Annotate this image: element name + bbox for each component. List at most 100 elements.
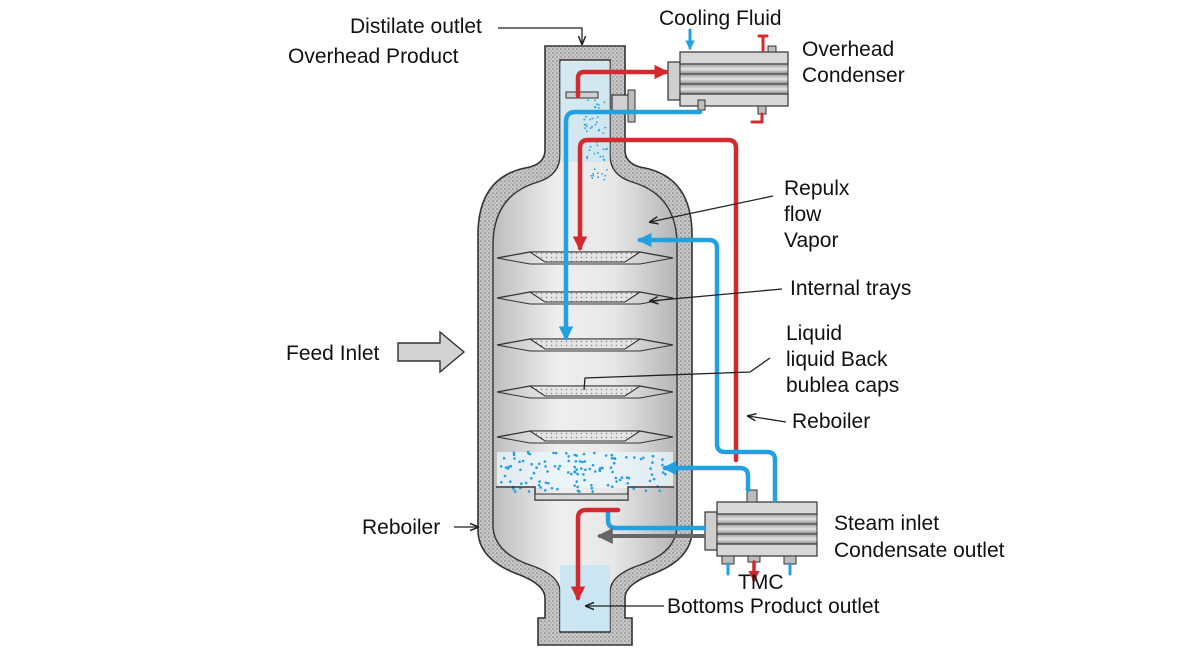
label-distillate-outlet: Distilate outlet xyxy=(350,15,482,38)
bubble-dot xyxy=(604,454,608,457)
bubble-dot xyxy=(596,172,599,175)
bubble-dot xyxy=(573,453,577,457)
bubble-dot xyxy=(583,118,586,121)
bubble-dot xyxy=(558,464,562,468)
bubble-dot xyxy=(652,477,656,481)
bubble-dot xyxy=(651,454,655,458)
label-bottoms-product-outlet: Bottoms Product outlet xyxy=(667,595,880,618)
bubble-dot xyxy=(567,455,570,458)
bubble-dot xyxy=(594,106,597,109)
bubble-dot xyxy=(520,482,523,486)
label-steam-inlet: Steam inlet xyxy=(834,512,940,535)
label-overhead-condenser: Overhead Condenser xyxy=(802,38,905,87)
bubble-dot xyxy=(582,452,586,456)
bubble-dot xyxy=(591,490,594,493)
condenser-drain-line xyxy=(750,112,764,124)
bubble-dot xyxy=(603,101,606,104)
bubble-dot xyxy=(603,159,606,162)
reboiler-exchanger xyxy=(704,489,818,565)
block-arrow-right-icon xyxy=(397,330,466,374)
bubble-dot xyxy=(584,127,587,129)
bubble-dot xyxy=(644,489,648,493)
bubble-dot xyxy=(589,127,592,130)
callout-distillate xyxy=(498,27,582,44)
bubble-dot xyxy=(620,476,624,479)
bubble-dot xyxy=(596,116,599,119)
bubble-dot xyxy=(601,173,603,175)
bubble-dot xyxy=(613,457,617,461)
bubble-dot xyxy=(578,460,582,463)
bottom-sump-plate xyxy=(496,486,674,501)
label-liquid-back-caps: Liquid liquid Back bublea caps xyxy=(786,322,900,397)
bubble-dot xyxy=(598,128,600,131)
bubble-dot xyxy=(539,486,542,489)
vapor-to-condenser-line xyxy=(575,64,669,99)
tray xyxy=(496,430,674,444)
bubble-dot xyxy=(649,467,652,470)
bubble-dot xyxy=(590,483,593,487)
label-internal-trays: Internal trays xyxy=(790,277,912,300)
bubble-dot xyxy=(546,470,549,473)
bubble-dot xyxy=(658,489,661,493)
tray xyxy=(496,291,674,305)
reboiler-vapor-line xyxy=(662,460,751,493)
bubble-dot xyxy=(544,489,547,492)
bubble-dot xyxy=(589,118,591,121)
bubble-dot xyxy=(518,460,521,464)
bubble-dot xyxy=(614,476,618,480)
bubble-dot xyxy=(591,177,594,180)
bubble-dot xyxy=(537,462,541,466)
condenser-to-column-hot-line xyxy=(572,137,739,463)
bubble-dot xyxy=(512,451,516,455)
bubble-dot xyxy=(556,487,559,491)
bubble-dot xyxy=(604,126,607,129)
bubble-dot xyxy=(565,452,568,455)
hot-bottoms-line xyxy=(570,507,621,601)
bubble-dot xyxy=(596,144,599,147)
bubble-dot xyxy=(606,147,608,150)
internal-trays xyxy=(496,251,674,444)
bubble-dot xyxy=(642,456,645,460)
bubble-dot xyxy=(590,175,593,177)
bubble-dot xyxy=(583,460,587,463)
bubble-dot xyxy=(513,457,516,460)
bubble-dot xyxy=(598,469,602,473)
bubble-dot xyxy=(552,451,555,455)
bubble-dot xyxy=(575,480,578,483)
bubble-dot xyxy=(611,470,614,474)
bubble-dot xyxy=(593,152,596,155)
bubble-dot xyxy=(600,466,604,470)
bubble-dot xyxy=(519,468,522,472)
label-cooling-fluid: Cooling Fluid xyxy=(659,7,782,30)
bubble-dot xyxy=(597,176,599,179)
vapor-return-line xyxy=(637,232,778,503)
bubble-dot xyxy=(535,466,538,470)
bubble-dot xyxy=(639,457,643,461)
bubble-dot xyxy=(567,459,571,463)
bubble-dot xyxy=(580,467,583,470)
label-overhead-product: Overhead Product xyxy=(288,45,459,68)
bubble-dot xyxy=(583,123,586,126)
bubble-dot xyxy=(586,155,589,158)
bubble-dot xyxy=(606,483,610,487)
bubble-dot xyxy=(581,460,584,464)
bubble-dot xyxy=(593,451,596,455)
bubble-dot xyxy=(573,484,576,487)
bubble-dot xyxy=(537,483,541,487)
bubble-dot xyxy=(586,130,588,133)
bubble-dot xyxy=(570,472,573,476)
bubble-dot xyxy=(661,471,665,474)
bubble-dot xyxy=(618,478,622,482)
bubble-dot xyxy=(573,465,576,469)
tray xyxy=(496,385,674,399)
bubble-dot xyxy=(586,125,588,127)
bubble-dot xyxy=(626,482,629,485)
bubble-dot xyxy=(582,473,585,476)
bubble-dot xyxy=(610,456,614,460)
bubble-dot xyxy=(609,466,613,470)
bubble-dot xyxy=(591,117,594,120)
bubble-dot xyxy=(527,490,531,493)
bubble-dot xyxy=(596,103,598,106)
label-repulx-flow-vapor: Repulx flow Vapor xyxy=(784,177,850,252)
